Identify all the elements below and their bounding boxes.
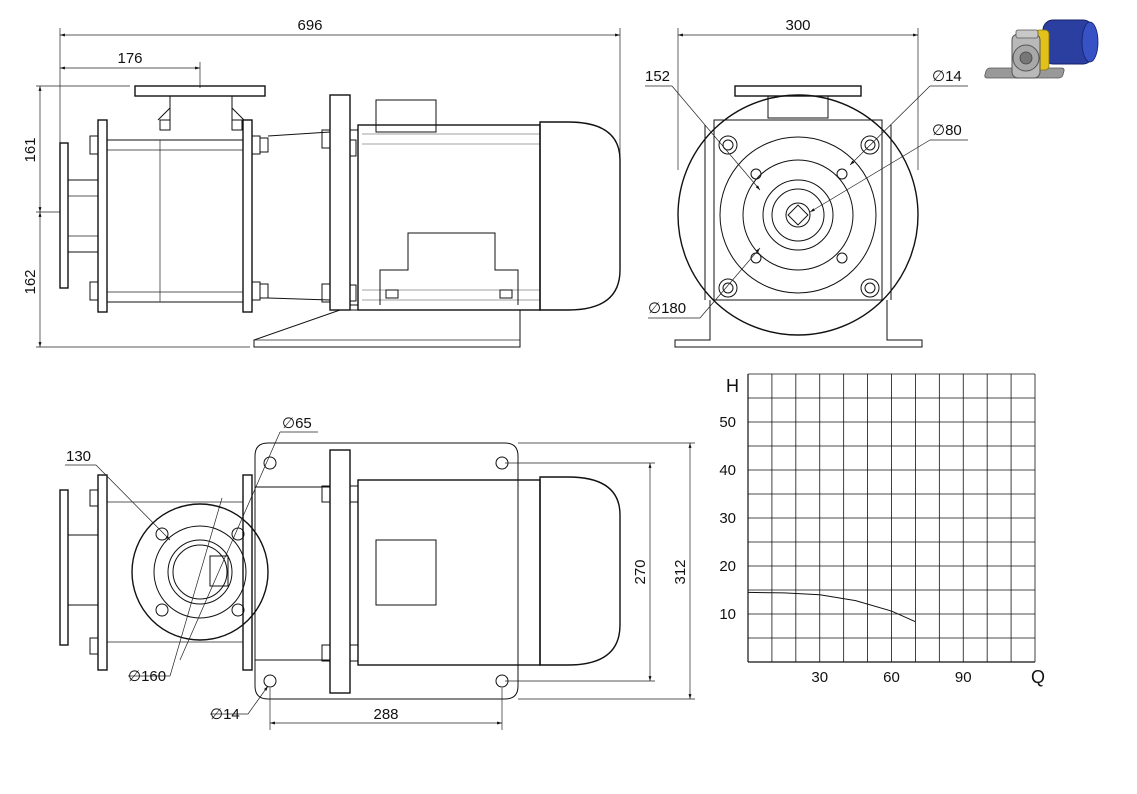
dim-hole-diameter: ∅14 xyxy=(932,68,962,85)
dim-height-upper: 161 xyxy=(22,137,39,162)
top-view: 270 312 288 130 ∅65 ∅160 ∅14 xyxy=(59,415,695,730)
pump-3d-icon xyxy=(984,19,1099,79)
chart-y-tick-label: 40 xyxy=(719,462,736,479)
chart-series-curve xyxy=(747,591,916,623)
chart-y-tick-label: 30 xyxy=(719,510,736,527)
dim-overall-width: 300 xyxy=(785,17,810,34)
dim-height-lower: 162 xyxy=(22,269,39,294)
dim-mount-hole: ∅14 xyxy=(210,706,240,723)
front-view: 300 152 ∅14 ∅80 xyxy=(645,17,968,348)
dim-inner-diameter: ∅80 xyxy=(932,122,962,139)
side-view: 696 176 161 162 xyxy=(22,17,621,348)
chart-tick-labels: 30 60 90 10 20 30 40 50 xyxy=(719,414,971,686)
dim-flange-offset: 176 xyxy=(117,50,142,67)
dim-base-depth-inner: 270 xyxy=(632,559,649,584)
dim-flange-bolt-circle: 130 xyxy=(66,448,91,465)
chart-x-axis-label: Q xyxy=(1031,667,1045,687)
chart-x-tick-label: 60 xyxy=(883,669,900,686)
chart-grid xyxy=(747,373,1036,663)
performance-chart: 30 60 90 10 20 30 40 50 H Q xyxy=(719,373,1045,687)
dim-port-diameter: ∅65 xyxy=(282,415,312,432)
chart-x-tick-label: 30 xyxy=(811,669,828,686)
dim-base-depth-outer: 312 xyxy=(672,559,689,584)
chart-y-tick-label: 20 xyxy=(719,558,736,575)
dim-bolt-circle: 152 xyxy=(645,68,670,85)
chart-y-tick-label: 50 xyxy=(719,414,736,431)
dim-flange-diameter: ∅160 xyxy=(128,668,166,685)
dim-overall-length: 696 xyxy=(297,17,322,34)
dim-mount-spacing: 288 xyxy=(373,706,398,723)
dim-outer-diameter: ∅180 xyxy=(648,300,686,317)
chart-x-tick-label: 90 xyxy=(955,669,972,686)
chart-y-axis-label: H xyxy=(726,376,739,396)
chart-y-tick-label: 10 xyxy=(719,606,736,623)
